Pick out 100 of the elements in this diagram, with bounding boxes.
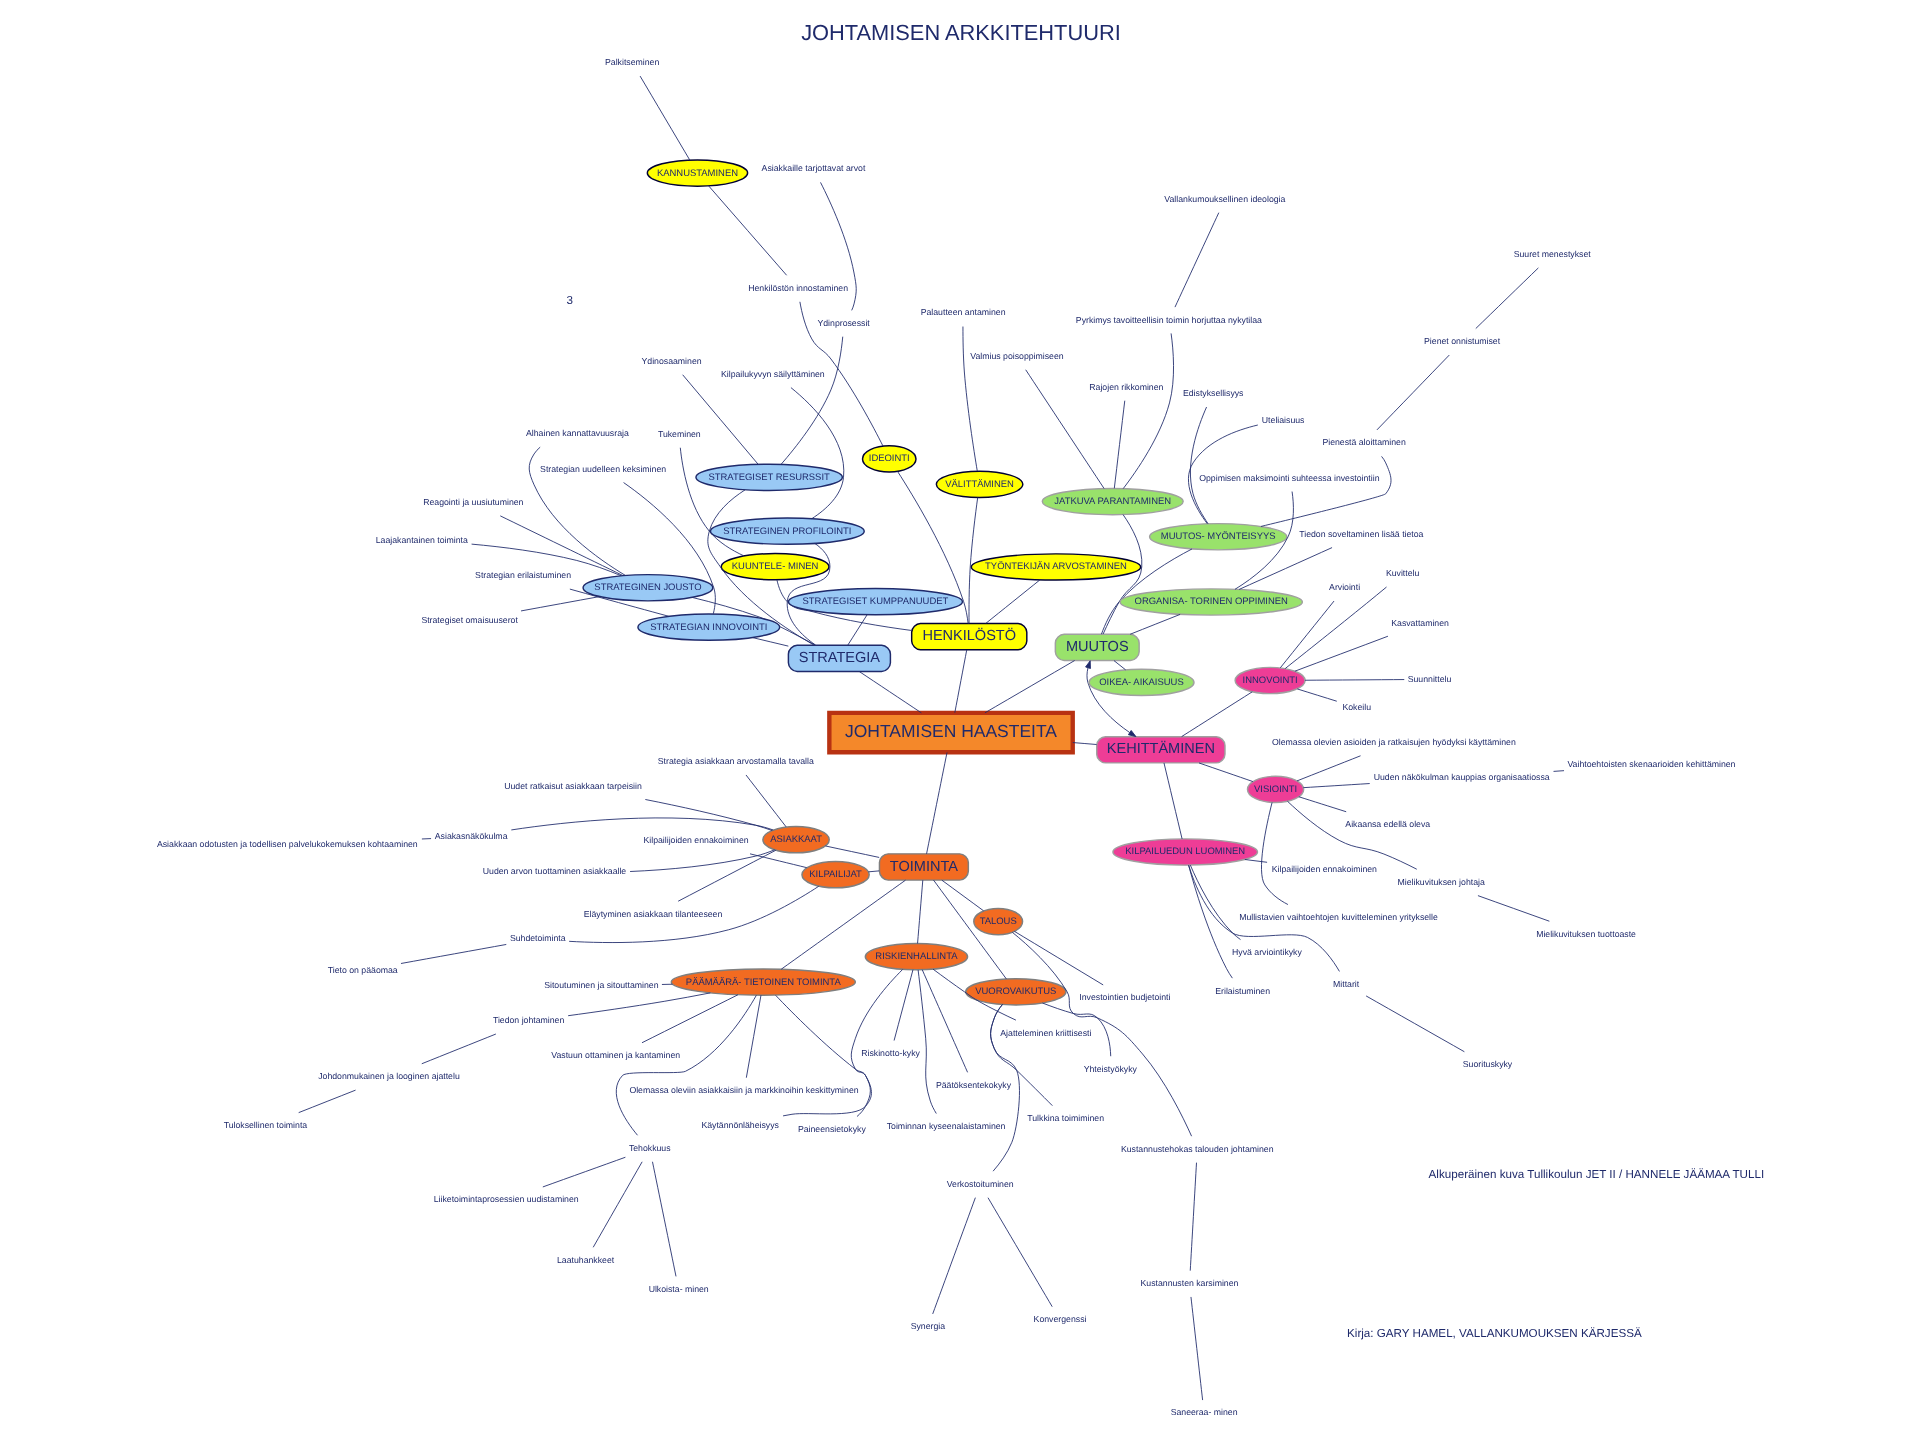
connector xyxy=(1259,455,1391,527)
connector xyxy=(932,879,1006,980)
connector xyxy=(931,1197,975,1315)
connector xyxy=(867,870,879,873)
connector xyxy=(779,336,843,465)
connector xyxy=(789,387,844,520)
node-box: MUUTOS xyxy=(1053,633,1139,662)
connector xyxy=(706,489,814,646)
connector xyxy=(1112,400,1125,489)
connector xyxy=(1474,267,1538,329)
connector xyxy=(1187,864,1339,972)
connector xyxy=(420,1033,496,1065)
connector xyxy=(566,992,710,1017)
connector xyxy=(1286,800,1417,870)
connector xyxy=(1197,762,1253,782)
connector xyxy=(1121,333,1173,489)
connector xyxy=(622,482,715,615)
connector xyxy=(896,471,968,624)
connector xyxy=(857,671,921,714)
connector xyxy=(498,515,623,576)
connector xyxy=(591,1161,642,1248)
connector xyxy=(1189,1296,1203,1401)
node-box: STRATEGIA xyxy=(786,644,891,673)
connector xyxy=(1283,586,1386,669)
connector xyxy=(681,374,758,465)
connector xyxy=(925,752,947,855)
connector xyxy=(1187,864,1232,979)
diagram-title: JOHTAMISEN ARKKITEHTUURI xyxy=(800,22,1120,47)
connector xyxy=(1295,755,1360,782)
arrow xyxy=(1084,660,1136,737)
connector xyxy=(1295,688,1337,702)
connector xyxy=(986,1197,1052,1308)
connector xyxy=(1552,770,1564,772)
connector xyxy=(690,596,815,646)
connector xyxy=(676,849,776,902)
connector xyxy=(785,543,830,646)
connector xyxy=(660,983,672,985)
connector xyxy=(931,968,1016,1021)
connector xyxy=(1180,691,1252,737)
connector xyxy=(420,838,431,840)
connector xyxy=(1260,802,1288,905)
connector xyxy=(567,885,819,943)
connector xyxy=(1297,796,1346,813)
connector xyxy=(819,181,856,311)
connector xyxy=(678,447,744,557)
connector xyxy=(638,75,690,161)
connector xyxy=(1188,1162,1196,1272)
connector xyxy=(744,774,786,828)
connector xyxy=(751,637,788,647)
connector xyxy=(744,994,761,1079)
connector xyxy=(651,1161,676,1277)
connector xyxy=(541,1156,625,1188)
connector xyxy=(775,579,911,631)
connector xyxy=(774,994,871,1117)
connector xyxy=(1233,491,1293,590)
connector xyxy=(1013,930,1103,986)
connector xyxy=(967,497,978,624)
connector xyxy=(470,543,621,577)
connector xyxy=(1101,514,1142,635)
connector xyxy=(748,853,807,869)
connector xyxy=(1162,762,1182,840)
connector xyxy=(1364,995,1464,1053)
connector xyxy=(849,969,902,1117)
connector xyxy=(568,588,669,617)
connector xyxy=(824,845,879,858)
connector xyxy=(1278,600,1334,669)
connector xyxy=(1189,406,1208,525)
connector xyxy=(1302,783,1370,789)
connector xyxy=(509,817,773,831)
connector xyxy=(940,879,984,912)
connector xyxy=(527,446,625,576)
connector xyxy=(1128,613,1180,635)
connector xyxy=(614,994,756,1136)
connector xyxy=(846,614,867,646)
node-box: HENKILÖSTÖ xyxy=(909,622,1027,651)
connector xyxy=(984,579,1040,624)
connector xyxy=(1243,859,1267,863)
connector xyxy=(1476,895,1549,922)
connector xyxy=(1112,660,1126,671)
connector xyxy=(920,969,967,1073)
connector xyxy=(1293,635,1388,672)
connector xyxy=(519,596,600,612)
connector xyxy=(297,1089,355,1114)
node-box: JOHTAMISEN HAASTEITA xyxy=(826,710,1074,755)
connector xyxy=(989,1004,1052,1107)
connector xyxy=(628,849,775,872)
connector xyxy=(1237,547,1332,590)
connector xyxy=(1100,548,1192,635)
node-box: TOIMINTA xyxy=(877,853,969,881)
connector xyxy=(399,944,506,964)
connector xyxy=(953,649,967,714)
connector xyxy=(798,301,883,447)
connector xyxy=(1187,424,1258,525)
connector xyxy=(1041,1002,1111,1057)
connector xyxy=(1188,864,1240,940)
connector xyxy=(983,660,1075,714)
connector xyxy=(1010,931,1191,1137)
connector xyxy=(961,326,977,472)
connector xyxy=(916,969,936,1114)
connector xyxy=(643,799,772,831)
